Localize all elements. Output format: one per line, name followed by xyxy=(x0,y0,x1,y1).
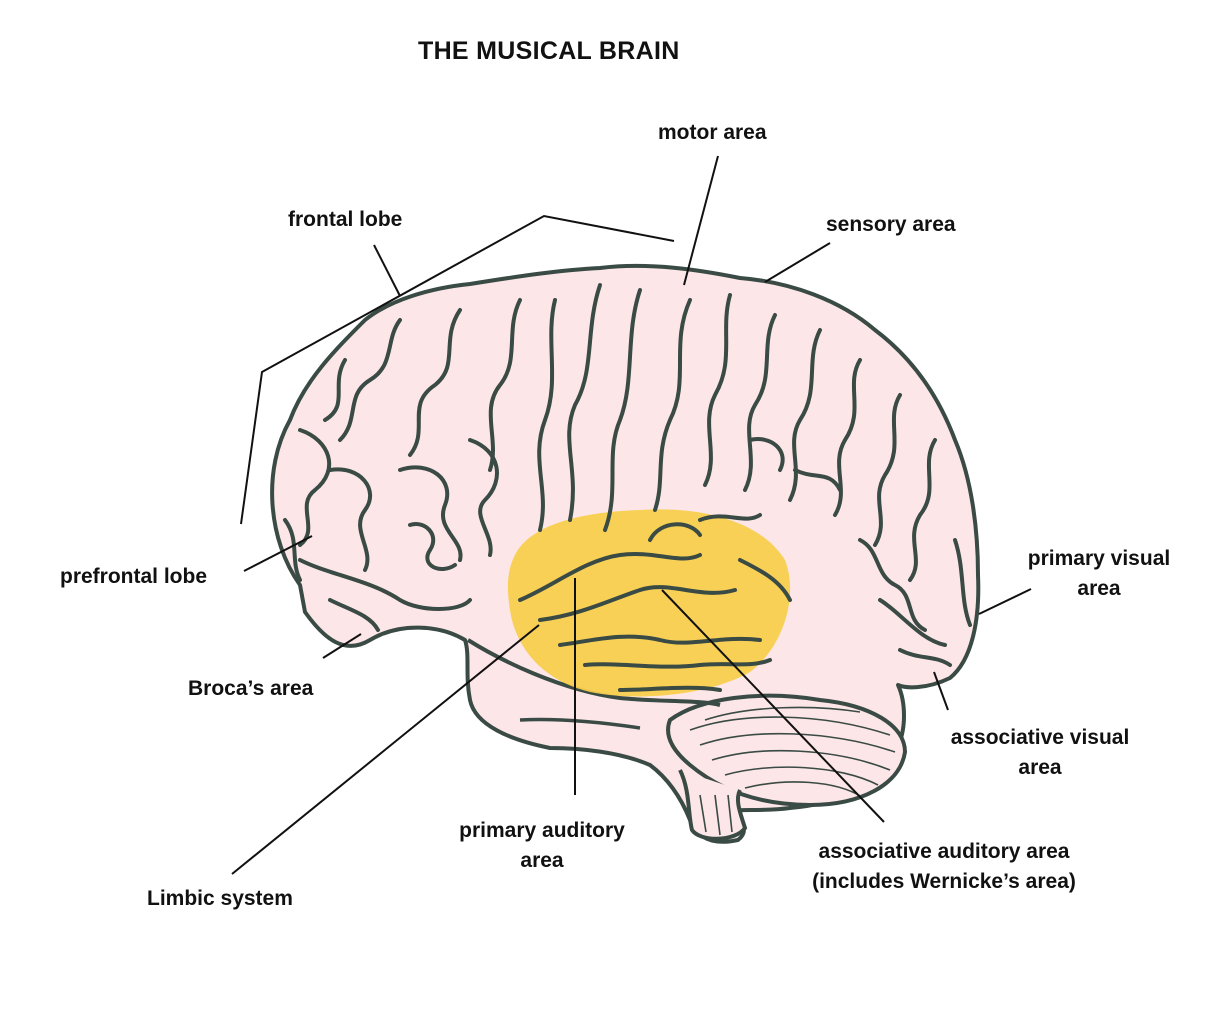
label-associative-visual-area: associative visual area xyxy=(926,723,1154,783)
label-associative-auditory-area-line2: (includes Wernicke’s area) xyxy=(812,870,1076,893)
label-associative-visual-area-line1: associative visual xyxy=(950,726,1130,749)
auditory-cortex-highlight xyxy=(507,509,791,697)
leader-motor-area xyxy=(683,155,719,286)
leader-associative-visual-area xyxy=(933,671,949,711)
brain-stem xyxy=(678,769,748,841)
label-prefrontal-lobe: prefrontal lobe xyxy=(60,565,208,588)
leader-prefrontal-lobe xyxy=(243,535,313,572)
brain-stem-lines xyxy=(699,794,733,836)
label-primary-auditory-area: primary auditory area xyxy=(436,816,648,876)
leader-sensory-area xyxy=(764,242,831,283)
label-limbic-system: Limbic system xyxy=(147,887,293,910)
label-primary-auditory-area-line1: primary auditory xyxy=(459,819,625,842)
label-primary-visual-area-line2: area xyxy=(1077,577,1121,600)
diagram-title: THE MUSICAL BRAIN xyxy=(418,37,680,65)
frontal-lobe-bracket xyxy=(240,214,675,525)
temporal-lobe-lower-fold xyxy=(519,717,641,730)
label-frontal-lobe: frontal lobe xyxy=(288,208,403,231)
leader-primary-visual-area xyxy=(978,588,1032,615)
leader-limbic-system xyxy=(231,624,540,875)
label-brocas-area: Broca’s area xyxy=(188,677,314,700)
temporal-lobe-boundary xyxy=(466,638,721,707)
leader-brocas-area xyxy=(322,633,362,659)
leader-lines xyxy=(231,155,1032,875)
label-primary-auditory-area-line2: area xyxy=(520,849,564,872)
brain-gyri xyxy=(283,283,972,692)
label-associative-visual-area-line2: area xyxy=(1018,756,1062,779)
leader-associative-auditory-area xyxy=(661,589,885,823)
label-primary-visual-area: primary visual area xyxy=(1008,544,1190,604)
label-motor-area: motor area xyxy=(658,121,767,144)
label-sensory-area: sensory area xyxy=(826,213,956,236)
label-associative-auditory-area-line1: associative auditory area xyxy=(818,840,1070,863)
label-primary-visual-area-line1: primary visual xyxy=(1027,547,1171,570)
label-associative-auditory-area: associative auditory area (includes Wern… xyxy=(780,837,1108,897)
